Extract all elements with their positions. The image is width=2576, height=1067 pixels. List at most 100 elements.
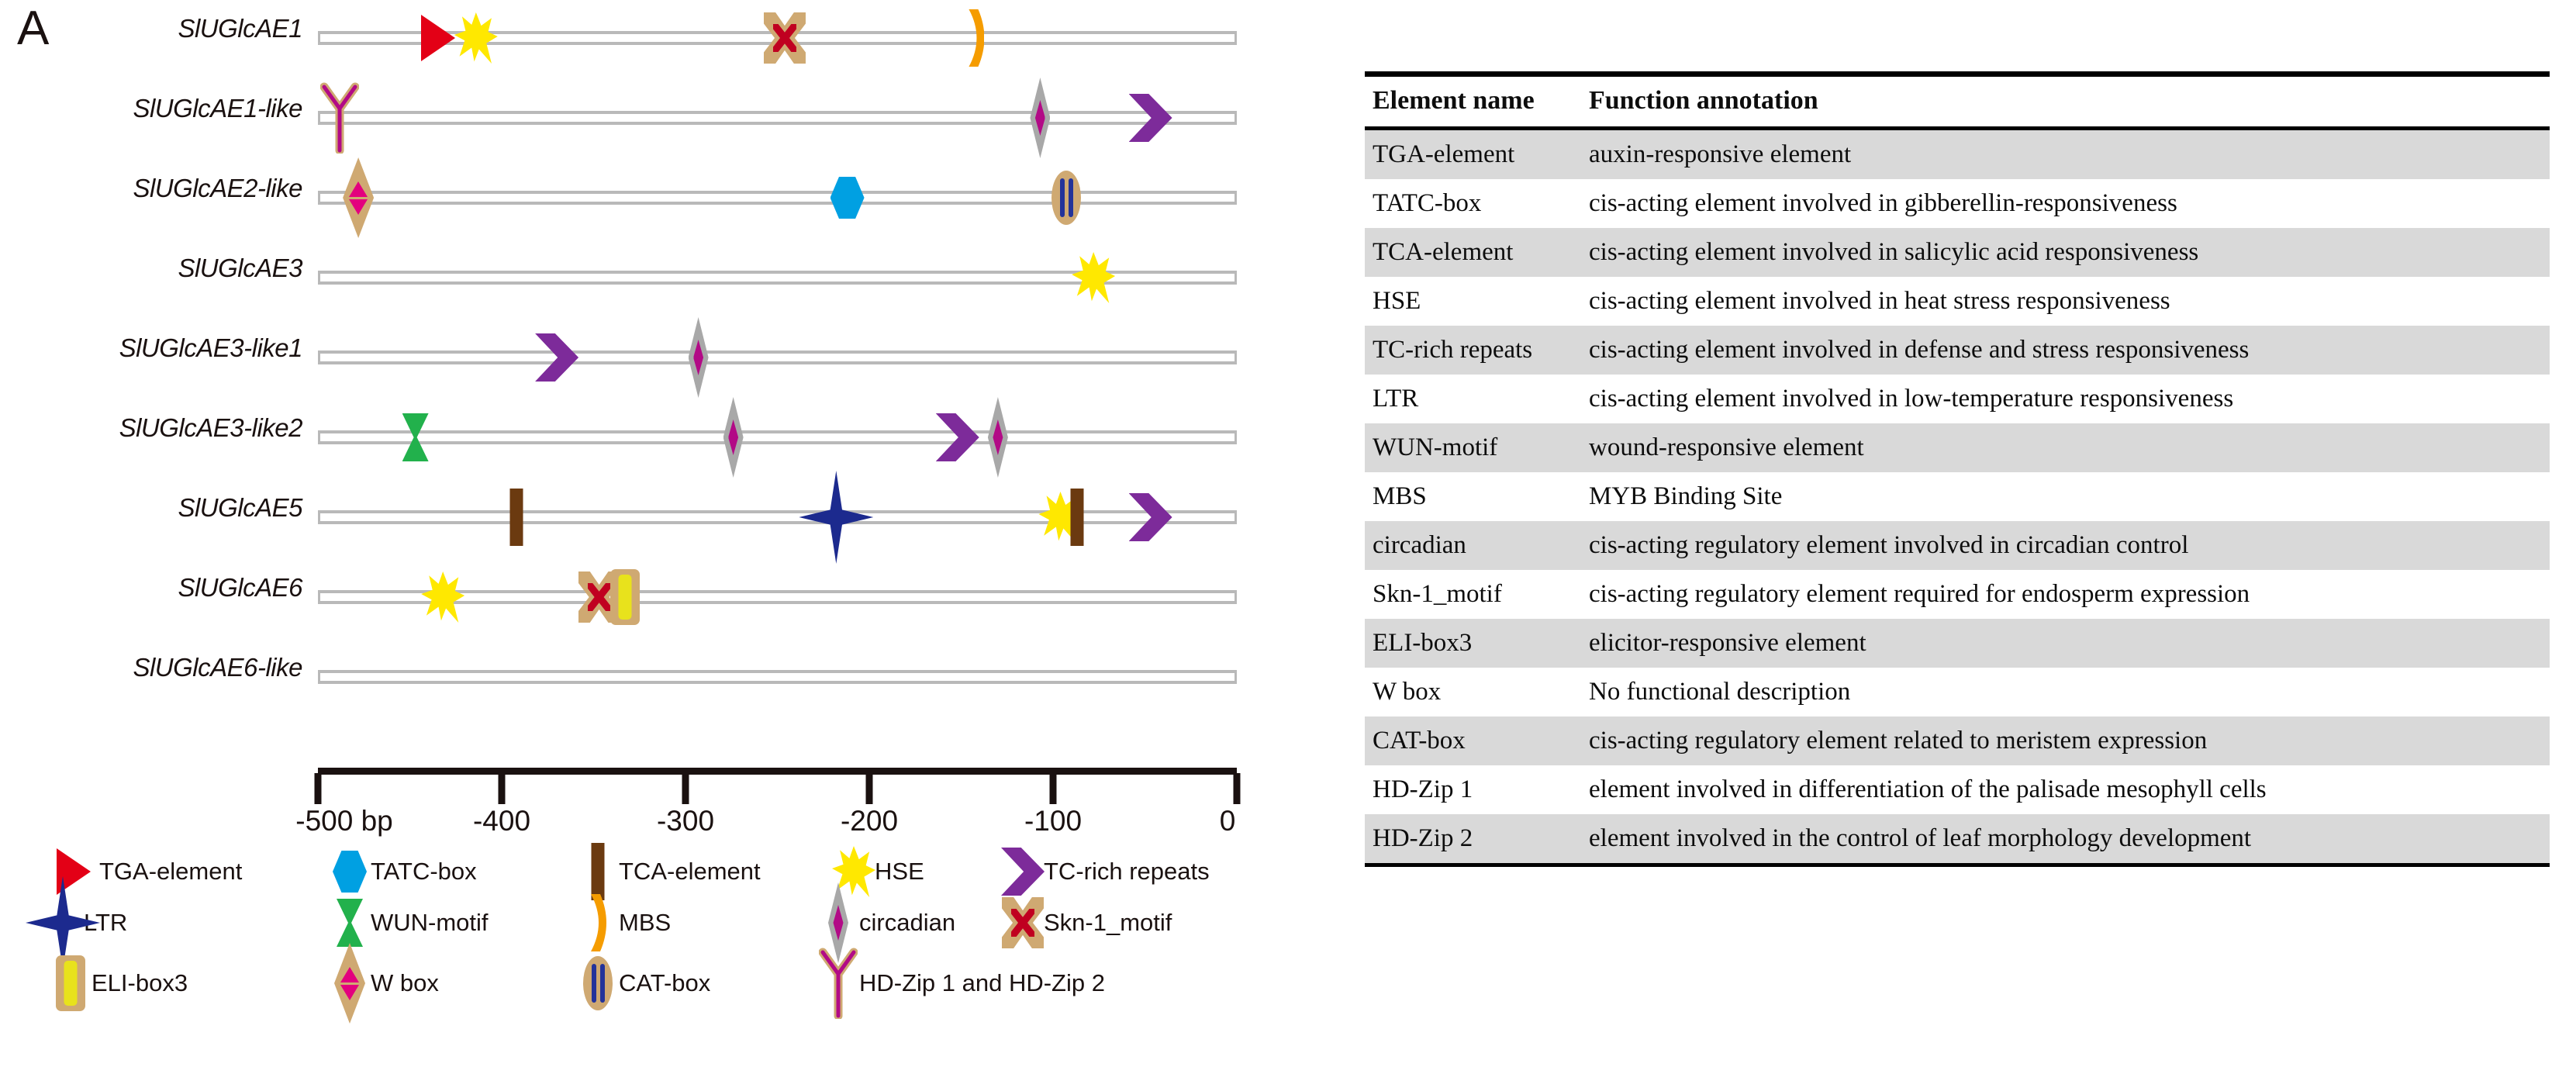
column-header-element-name: Element name	[1365, 71, 1563, 130]
gene-label-sluglcae2-like: SlUGlcAE2-like	[0, 174, 302, 203]
legend-label: HSE	[875, 858, 924, 885]
cat-box-icon	[583, 956, 613, 1010]
skn-1-motif-icon	[1002, 897, 1044, 948]
gene-name-text: SlUGlcAE5	[178, 493, 302, 522]
legend-item-tc-rich-repeats: TC-rich repeats	[999, 848, 1210, 896]
legend-item-hse: HSE	[830, 846, 924, 897]
cell-function-annotation: cis-acting element involved in heat stre…	[1563, 277, 2550, 326]
tga-element-icon	[421, 15, 456, 61]
legend-label: circadian	[859, 909, 956, 936]
legend-item-skn-1-motif: Skn-1_motif	[999, 897, 1172, 948]
cell-element-name: HD-Zip 2	[1365, 814, 1563, 867]
gene-label-sluglcae3: SlUGlcAE3	[0, 254, 302, 283]
legend-item-w-box: W box	[326, 943, 439, 1024]
promoter-bar	[318, 191, 1237, 205]
axis-tick	[865, 773, 873, 804]
cell-function-annotation: elicitor-responsive element	[1563, 619, 2550, 668]
bar-cap-right	[1234, 271, 1237, 285]
annotation-table-wrap: Element name Function annotation TGA-ele…	[1365, 71, 2550, 867]
cat-box-icon	[574, 956, 622, 1010]
gene-label-sluglcae5: SlUGlcAE5	[0, 493, 302, 523]
tc-rich-repeats-icon	[1001, 848, 1045, 896]
legend-item-hd-zip: HD-Zip 1 and HD-Zip 2	[814, 948, 1105, 1020]
cell-function-annotation: cis-acting regulatory element involved i…	[1563, 521, 2550, 570]
legend-item-circadian: circadian	[814, 882, 956, 963]
circadian-icon	[688, 317, 709, 398]
panel-a-letter: A	[17, 2, 50, 55]
gene-label-sluglcae6: SlUGlcAE6	[0, 573, 302, 603]
gene-track	[318, 317, 1237, 398]
promoter-bar	[318, 670, 1237, 684]
axis-tick-label: -200	[840, 805, 899, 837]
circadian-icon	[723, 397, 744, 478]
cell-element-name: LTR	[1365, 375, 1563, 423]
table-row: Skn-1_motif cis-acting regulatory elemen…	[1365, 570, 2550, 619]
cell-element-name: HSE	[1365, 277, 1563, 326]
gene-track	[318, 157, 1237, 238]
legend-item-tga-element: TGA-element	[54, 848, 242, 895]
legend-item-eli-box3: ELI-box3	[47, 955, 188, 1011]
axis-tick	[314, 773, 322, 804]
legend-label: TATC-box	[371, 858, 477, 885]
cell-function-annotation: cis-acting element involved in defense a…	[1563, 326, 2550, 375]
promoter-bar	[318, 350, 1237, 364]
bar-cap-left	[318, 670, 320, 684]
axis-tick-label: -400	[472, 805, 531, 837]
axis-spine	[318, 768, 1237, 775]
cell-element-name: TGA-element	[1365, 128, 1563, 179]
legend-label: MBS	[619, 909, 672, 936]
legend-item-mbs: MBS	[574, 900, 671, 946]
cell-function-annotation: cis-acting element involved in low-tempe…	[1563, 375, 2550, 423]
cell-element-name: circadian	[1365, 521, 1563, 570]
axis-tick	[1233, 773, 1241, 804]
table-header-row: Element name Function annotation	[1365, 71, 2550, 130]
bar-cap-left	[318, 271, 320, 285]
cell-element-name: TC-rich repeats	[1365, 326, 1563, 375]
cell-function-annotation: cis-acting regulatory element required f…	[1563, 570, 2550, 619]
bar-cap-left	[318, 590, 320, 604]
tatc-box-icon	[830, 177, 865, 219]
eli-box3-icon	[56, 955, 85, 1011]
cell-function-annotation: wound-responsive element	[1563, 423, 2550, 472]
cell-element-name: TATC-box	[1365, 179, 1563, 228]
hse-icon	[454, 12, 498, 64]
legend-label: W box	[371, 969, 439, 996]
bar-cap-left	[318, 111, 320, 125]
skn-1-motif-icon	[999, 897, 1047, 948]
axis-tick	[682, 773, 689, 804]
axis-tick	[498, 773, 506, 804]
promoter-bar	[318, 510, 1237, 524]
cell-element-name: WUN-motif	[1365, 423, 1563, 472]
tca-element-icon	[574, 843, 622, 900]
legend-item-wun-motif: WUN-motif	[326, 899, 489, 947]
cell-element-name: MBS	[1365, 472, 1563, 521]
tatc-box-icon	[333, 851, 367, 893]
tatc-box-icon	[326, 848, 374, 895]
bar-cap-right	[1234, 590, 1237, 604]
cell-element-name: ELI-box3	[1365, 619, 1563, 668]
mbs-icon	[574, 900, 622, 946]
gene-track	[318, 670, 1237, 684]
gene-name-text: SlUGlcAE3	[178, 254, 302, 282]
w-box-icon	[326, 943, 374, 1024]
cat-box-icon	[1051, 171, 1081, 225]
bar-cap-right	[1234, 191, 1237, 205]
cell-function-annotation: No functional description	[1563, 668, 2550, 717]
circadian-icon	[1030, 78, 1051, 158]
bar-cap-left	[318, 430, 320, 444]
cell-element-name: Skn-1_motif	[1365, 570, 1563, 619]
gene-name-text: SlUGlcAE6	[178, 573, 302, 602]
promoter-bar	[318, 430, 1237, 444]
